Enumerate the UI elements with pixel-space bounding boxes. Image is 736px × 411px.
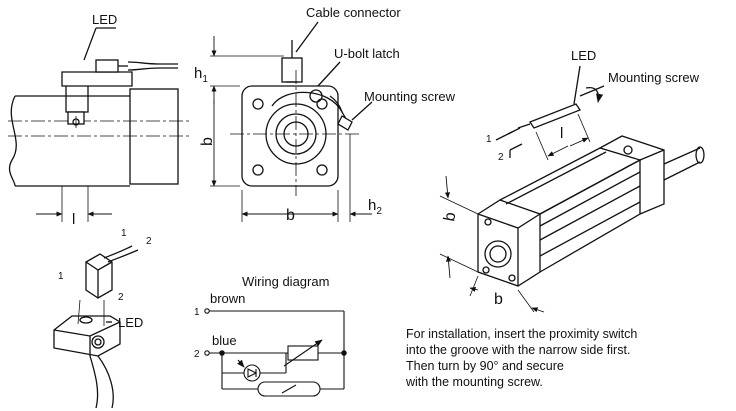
dimension-b-vertical: b — [199, 137, 216, 146]
dimension-b-cylinder-left: b — [441, 211, 459, 223]
wiring-terminal-1: 1 — [194, 307, 200, 318]
installation-instructions: For installation, insert the proximity s… — [406, 326, 736, 390]
instruction-line-2: into the groove with the narrow side fir… — [406, 343, 631, 357]
dimension-h1-label: h1 — [194, 65, 208, 85]
wiring-diagram — [204, 308, 347, 397]
wiring-terminal-2: 2 — [194, 349, 200, 360]
front-view — [210, 21, 373, 222]
right-wire-1-label: 1 — [486, 134, 492, 145]
right-wire-2-label: 2 — [498, 152, 504, 163]
instruction-line-1: For installation, insert the proximity s… — [406, 327, 638, 341]
instruction-line-4: with the mounting screw. — [406, 375, 543, 389]
led-right-label: LED — [571, 48, 596, 63]
wire-blue-label: blue — [212, 333, 237, 348]
mounting-screw-right-label: Mounting screw — [608, 70, 700, 85]
dimension-l-right: l — [560, 125, 563, 142]
wiring-diagram-title: Wiring diagram — [242, 274, 329, 289]
mounting-screw-front-label: Mounting screw — [364, 89, 456, 104]
iso-led-label: LED — [118, 315, 143, 330]
side-view — [8, 27, 190, 222]
dimension-b-cylinder-bottom: b — [494, 291, 503, 308]
instruction-line-3: Then turn by 90° and secure — [406, 359, 564, 373]
iso-wire-1-label: 1 — [121, 228, 127, 239]
led-top-label: LED — [92, 12, 117, 27]
cable-connector-label: Cable connector — [306, 5, 401, 20]
iso-clamp-view — [53, 245, 139, 409]
cylinder-view — [439, 65, 705, 313]
dimension-l-side: l — [72, 211, 75, 228]
iso-wire-2-label: 2 — [146, 236, 152, 247]
dimension-b-front: b — [286, 207, 295, 224]
dimension-h2-label: h2 — [368, 197, 382, 217]
u-bolt-latch-label: U-bolt latch — [334, 46, 400, 61]
iso-pin-2-label: 2 — [118, 292, 124, 303]
wire-brown-label: brown — [210, 291, 245, 306]
iso-pin-1-label: 1 — [58, 271, 64, 282]
